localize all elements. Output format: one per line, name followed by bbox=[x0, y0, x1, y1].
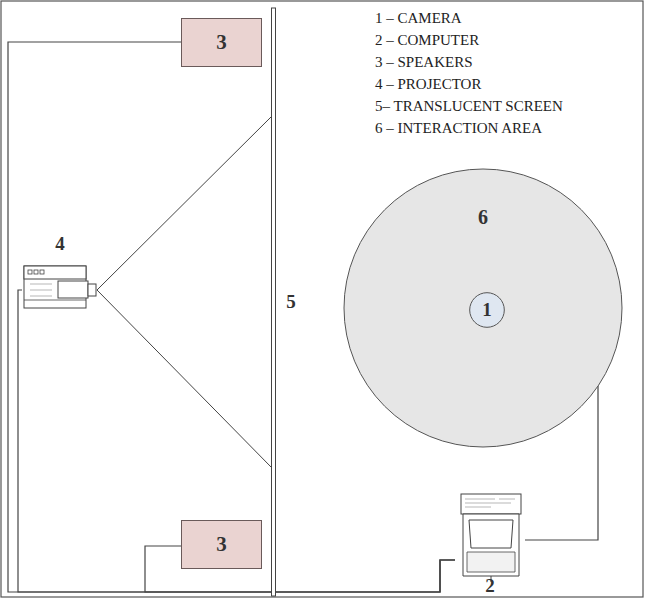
key-entry: 3 – SPEAKERS bbox=[375, 54, 473, 71]
callout-number: 5 bbox=[286, 292, 296, 313]
key-entry: 1 – CAMERA bbox=[375, 10, 462, 27]
camera-circle: 1 bbox=[469, 292, 505, 328]
projector-icon: 4 bbox=[22, 234, 98, 310]
callout-number: 1 bbox=[482, 300, 492, 321]
callout-number: 2 bbox=[485, 576, 495, 597]
key-entry: 4 – PROJECTOR bbox=[375, 76, 481, 93]
speaker-box: 3 bbox=[181, 520, 262, 569]
key-entry: 2 – COMPUTER bbox=[375, 32, 479, 49]
translucent-screen: 5 bbox=[268, 8, 298, 596]
speaker-box: 3 bbox=[181, 18, 262, 67]
callout-number: 4 bbox=[55, 234, 65, 255]
key-entry: 6 – INTERACTION AREA bbox=[375, 120, 542, 137]
computer-icon: 2 bbox=[455, 490, 525, 597]
projection-cone bbox=[97, 116, 272, 468]
interaction-area: 61 bbox=[343, 168, 623, 448]
callout-number: 3 bbox=[216, 533, 227, 556]
callout-number: 6 bbox=[478, 206, 488, 228]
key-entry: 5– TRANSLUCENT SCREEN bbox=[375, 98, 563, 115]
callout-number: 3 bbox=[216, 31, 227, 54]
